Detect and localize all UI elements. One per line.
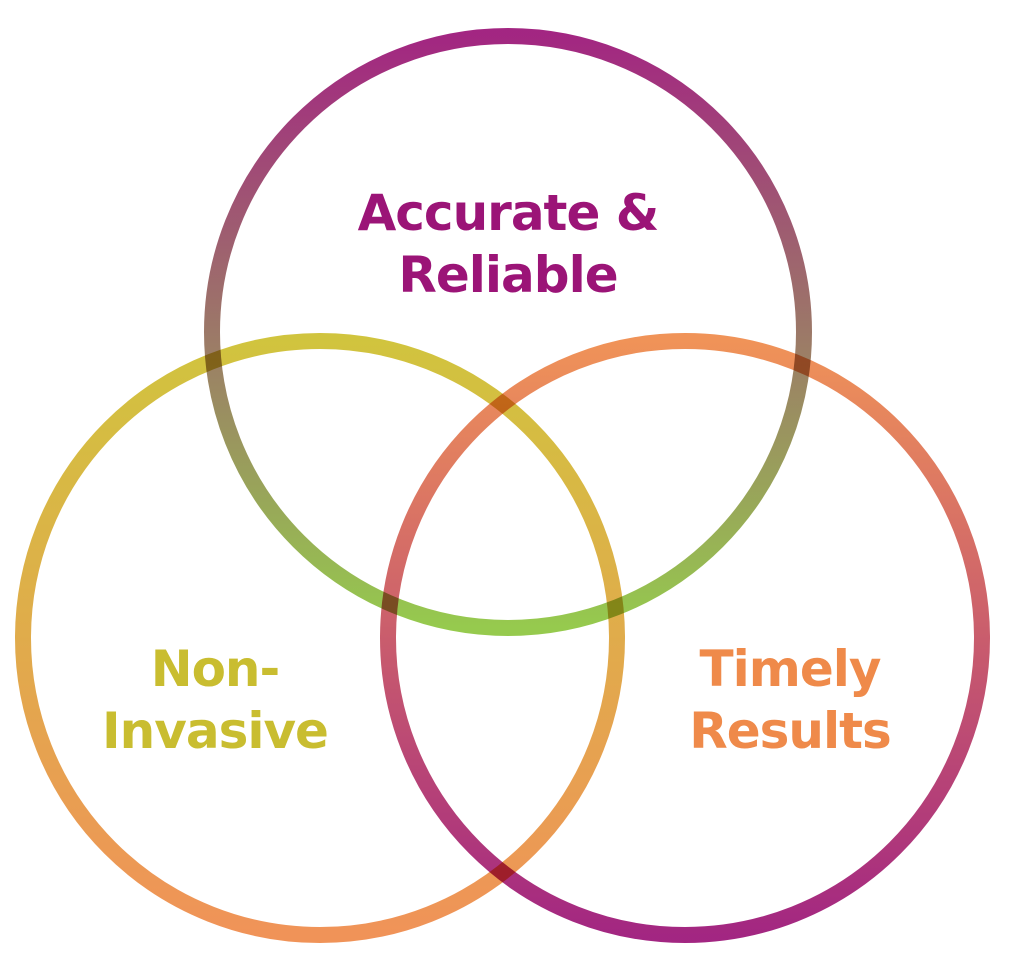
circle-non-invasive bbox=[15, 333, 625, 943]
label-line: Results bbox=[689, 702, 892, 760]
label-line: Invasive bbox=[102, 702, 329, 760]
circle-timely-results bbox=[380, 333, 990, 943]
label-line: Timely bbox=[699, 640, 882, 698]
circle-accurate-reliable bbox=[204, 28, 812, 636]
label-line: Reliable bbox=[398, 246, 618, 304]
label-line: Non- bbox=[150, 640, 281, 698]
label-timely-results: Timely Results bbox=[640, 638, 940, 762]
label-line: Accurate & bbox=[357, 184, 660, 242]
label-non-invasive: Non- Invasive bbox=[60, 638, 370, 762]
label-accurate-reliable: Accurate & Reliable bbox=[308, 182, 708, 306]
